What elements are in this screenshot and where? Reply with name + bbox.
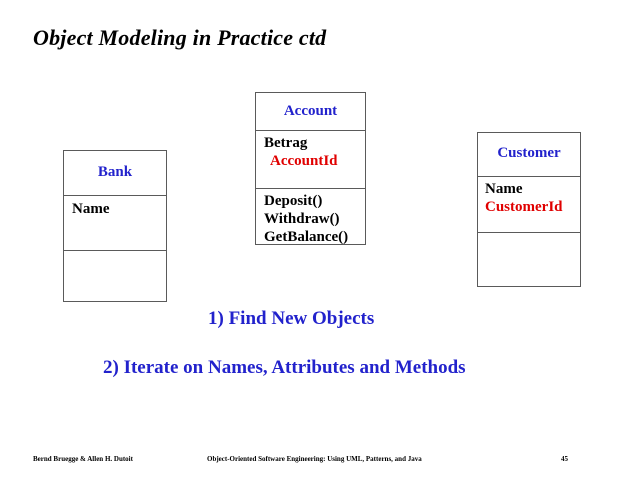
uml-class-bank[interactable]: Bank Name [63,150,167,302]
uml-operations-compartment [478,233,580,286]
footer-book-title: Object-Oriented Software Engineering: Us… [207,455,422,463]
uml-class-name-account: Account [283,103,338,119]
uml-class-name-compartment: Account [256,93,365,131]
uml-operation: Withdraw() [264,211,340,227]
uml-operations-compartment: Deposit() Withdraw() GetBalance() [256,189,365,244]
uml-operation: Deposit() [264,193,323,209]
uml-operation: GetBalance() [264,229,349,244]
uml-attributes-compartment: Name [64,196,166,251]
page-title: Object Modeling in Practice ctd [33,25,327,50]
footer-page-number: 45 [561,455,568,463]
uml-attribute: Betrag [264,135,308,151]
uml-class-name-customer: Customer [497,145,561,161]
step-line-2: 2) Iterate on Names, Attributes and Meth… [103,357,466,378]
uml-attributes-compartment: Name CustomerId [478,177,580,233]
uml-class-name-bank: Bank [97,164,133,180]
footer-authors: Bernd Bruegge & Allen H. Dutoit [33,455,133,463]
uml-class-name-compartment: Customer [478,133,580,177]
uml-attribute: Name [72,201,110,217]
step-line-1: 1) Find New Objects [208,308,375,329]
uml-class-customer[interactable]: Customer Name CustomerId [477,132,581,287]
uml-operations-compartment [64,251,166,301]
slide-footer: Bernd Bruegge & Allen H. Dutoit Object-O… [0,455,638,469]
uml-attribute: Name [485,181,523,197]
uml-attribute: CustomerId [485,199,563,215]
uml-attribute: AccountId [270,153,338,169]
uml-attributes-compartment: Betrag AccountId [256,131,365,189]
uml-class-name-compartment: Bank [64,151,166,196]
uml-class-account[interactable]: Account Betrag AccountId Deposit() Withd… [255,92,366,245]
